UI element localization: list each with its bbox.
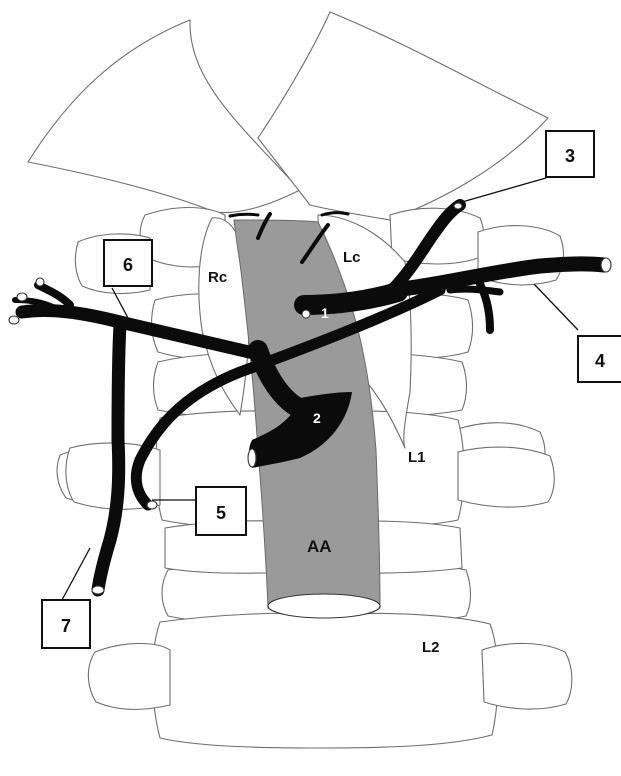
label-aorta: AA	[307, 537, 332, 556]
vessel-top-twig-4	[322, 213, 348, 215]
label-l2: L2	[422, 639, 440, 656]
vessel-4-twig-2	[450, 289, 500, 292]
callout-2: 2	[313, 410, 321, 426]
leader-3	[462, 178, 546, 202]
vessel-tip-5	[147, 501, 157, 509]
vessel-tip-2	[248, 449, 256, 467]
diaphragm	[28, 12, 548, 220]
box-6-number: 6	[123, 255, 133, 275]
vessel-tip-7	[92, 586, 104, 594]
aorta-lumen-end	[268, 594, 380, 618]
vessel-tip-3	[454, 203, 462, 209]
l1-right-process	[458, 447, 554, 507]
box-3-number: 3	[565, 146, 575, 166]
callout-1: 1	[321, 305, 329, 321]
l2-body	[153, 613, 498, 748]
vessel-top-twig-3	[230, 214, 258, 216]
callout-box-7: 7	[42, 548, 90, 648]
leader-4	[534, 284, 578, 330]
diaphragm-left-leaflet	[28, 20, 300, 213]
label-right-crus: Rc	[208, 269, 227, 286]
l2-right-process	[482, 643, 572, 709]
vessel-tip-4	[601, 258, 611, 272]
callout-box-4: 4	[534, 284, 621, 382]
vessel-4-branch	[394, 264, 604, 290]
vessel-tip-6b	[17, 293, 27, 301]
label-left-crus: Lc	[343, 249, 361, 266]
diaphragm-right-leaflet	[258, 12, 548, 220]
box-5-number: 5	[216, 503, 226, 523]
label-l1: L1	[408, 449, 426, 466]
leader-7	[62, 548, 90, 600]
box-4-number: 4	[595, 351, 605, 371]
vessel-tip-6c	[36, 278, 44, 286]
vessel-tip-1	[302, 310, 310, 318]
callout-box-6: 6	[104, 240, 152, 318]
box-7-number: 7	[61, 616, 71, 636]
l2-left-process	[88, 644, 170, 710]
vessel-tip-6a	[9, 316, 19, 324]
